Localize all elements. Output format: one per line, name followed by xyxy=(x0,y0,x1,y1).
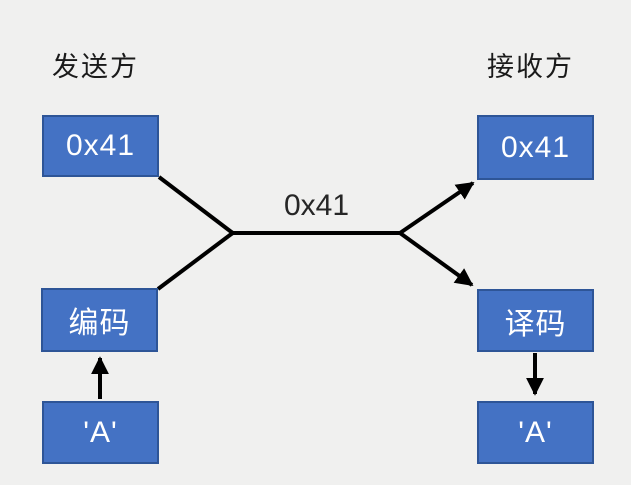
sender-char-box: 'A' xyxy=(42,401,159,464)
sender-hex-box: 0x41 xyxy=(42,115,159,177)
receiver-decode-box: 译码 xyxy=(477,289,594,352)
sender-hex-to-junction-line xyxy=(157,175,236,236)
receiver-char-box: 'A' xyxy=(477,401,594,464)
sender-title: 发送方 xyxy=(52,52,139,82)
receiver-hex-box: 0x41 xyxy=(477,115,594,180)
receiver-title: 接收方 xyxy=(487,52,574,82)
encoder-to-junction-line xyxy=(156,230,236,291)
junction-to-receiver-hex-arrow xyxy=(398,181,475,235)
channel-data-label: 0x41 xyxy=(284,189,350,222)
sender-encode-box: 编码 xyxy=(41,288,158,352)
junction-to-decoder-arrow xyxy=(398,231,474,287)
